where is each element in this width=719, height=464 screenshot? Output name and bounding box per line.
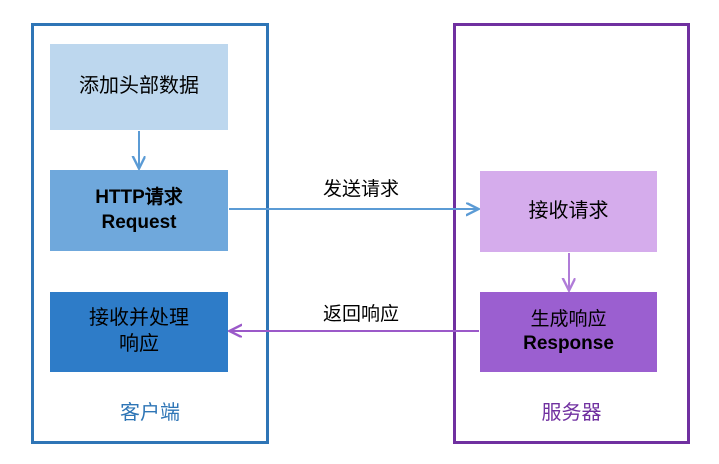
node-add-header-data[interactable]: 添加头部数据 bbox=[50, 44, 228, 130]
node-receive-and-process-response[interactable]: 接收并处理 响应 bbox=[50, 292, 228, 372]
node-http-request[interactable]: HTTP请求 Request bbox=[50, 170, 228, 251]
node-generate-response-label-en: Response bbox=[523, 333, 614, 354]
node-receive-request-label: 接收请求 bbox=[528, 199, 609, 222]
server-zone-caption: 服务器 bbox=[541, 402, 602, 424]
node-generate-response-label-cn: 生成响应 bbox=[530, 308, 607, 330]
client-zone-container bbox=[31, 23, 269, 444]
node-receive-request[interactable]: 接收请求 bbox=[480, 171, 657, 252]
node-generate-response[interactable]: 生成响应 Response bbox=[480, 292, 657, 372]
client-zone-caption: 客户端 bbox=[120, 402, 180, 424]
arrow-label-return-response: 返回响应 bbox=[322, 304, 399, 325]
node-http-request-label-cn: HTTP请求 bbox=[95, 187, 183, 209]
node-add-header-label: 添加头部数据 bbox=[79, 75, 199, 98]
server-zone-container bbox=[453, 23, 690, 444]
node-receive-response-label-line2: 响应 bbox=[119, 333, 159, 355]
arrow-label-send-request: 发送请求 bbox=[322, 179, 399, 200]
node-http-request-label-en: Request bbox=[101, 211, 177, 233]
node-receive-response-label-line1: 接收并处理 bbox=[89, 307, 189, 330]
